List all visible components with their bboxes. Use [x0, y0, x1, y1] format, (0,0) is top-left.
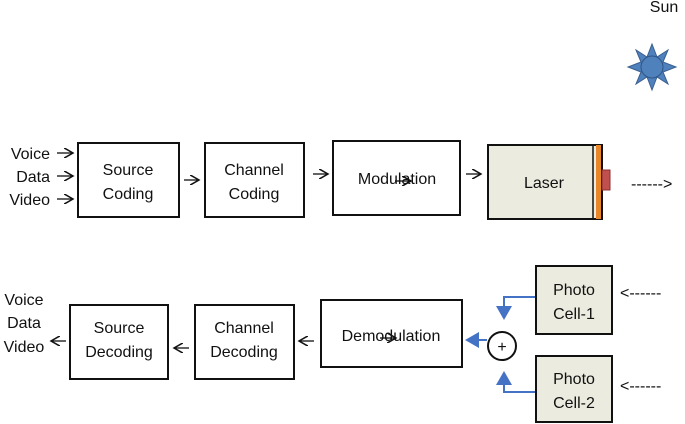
photo-cell-1-input-arrow: <------: [620, 285, 661, 302]
channel-coding-label-1: Channel: [224, 162, 284, 179]
source-decoding-block: [69, 304, 169, 380]
laser-block: [487, 144, 611, 220]
link-photocell2-to-combiner: [496, 371, 535, 393]
input-voice-label: Voice: [11, 146, 50, 163]
input-video-label: Video: [9, 192, 50, 209]
channel-coding-block: [204, 142, 305, 218]
sun-icon: [626, 42, 678, 92]
sun-label: Sun: [650, 0, 678, 16]
modulation-label: Modulation: [358, 171, 436, 188]
source-decoding-label-1: Source: [94, 320, 145, 337]
photo-cell-2-label-1: Photo: [553, 371, 595, 388]
laser-label: Laser: [524, 175, 565, 192]
source-coding-label-1: Source: [103, 162, 154, 179]
laser-output-arrow: ------>: [631, 176, 672, 193]
photo-cell-2-label-2: Cell-2: [553, 395, 595, 412]
input-data-label: Data: [16, 169, 50, 186]
photo-cell-1-label-2: Cell-1: [553, 306, 595, 323]
photo-cell-1-label-1: Photo: [553, 282, 595, 299]
output-video-label: Video: [4, 339, 45, 356]
channel-decoding-label-1: Channel: [214, 320, 274, 337]
photo-cell-1-block: [535, 265, 613, 335]
channel-coding-label-2: Coding: [229, 186, 280, 203]
combiner-plus: +: [497, 339, 506, 356]
channel-decoding-label-2: Decoding: [210, 344, 278, 361]
photo-cell-2-input-arrow: <------: [620, 378, 661, 395]
combiner-circle: [487, 331, 517, 361]
output-data-label: Data: [7, 315, 41, 332]
channel-decoding-block: [194, 304, 295, 380]
output-voice-label: Voice: [4, 292, 43, 309]
demodulation-label: Demodulation: [342, 328, 441, 345]
photo-cell-2-block: [535, 355, 613, 423]
source-decoding-label-2: Decoding: [85, 344, 153, 361]
source-coding-block: [77, 142, 180, 218]
link-photocell1-to-combiner: [496, 296, 535, 320]
source-coding-label-2: Coding: [103, 186, 154, 203]
modulation-block: [332, 140, 461, 216]
